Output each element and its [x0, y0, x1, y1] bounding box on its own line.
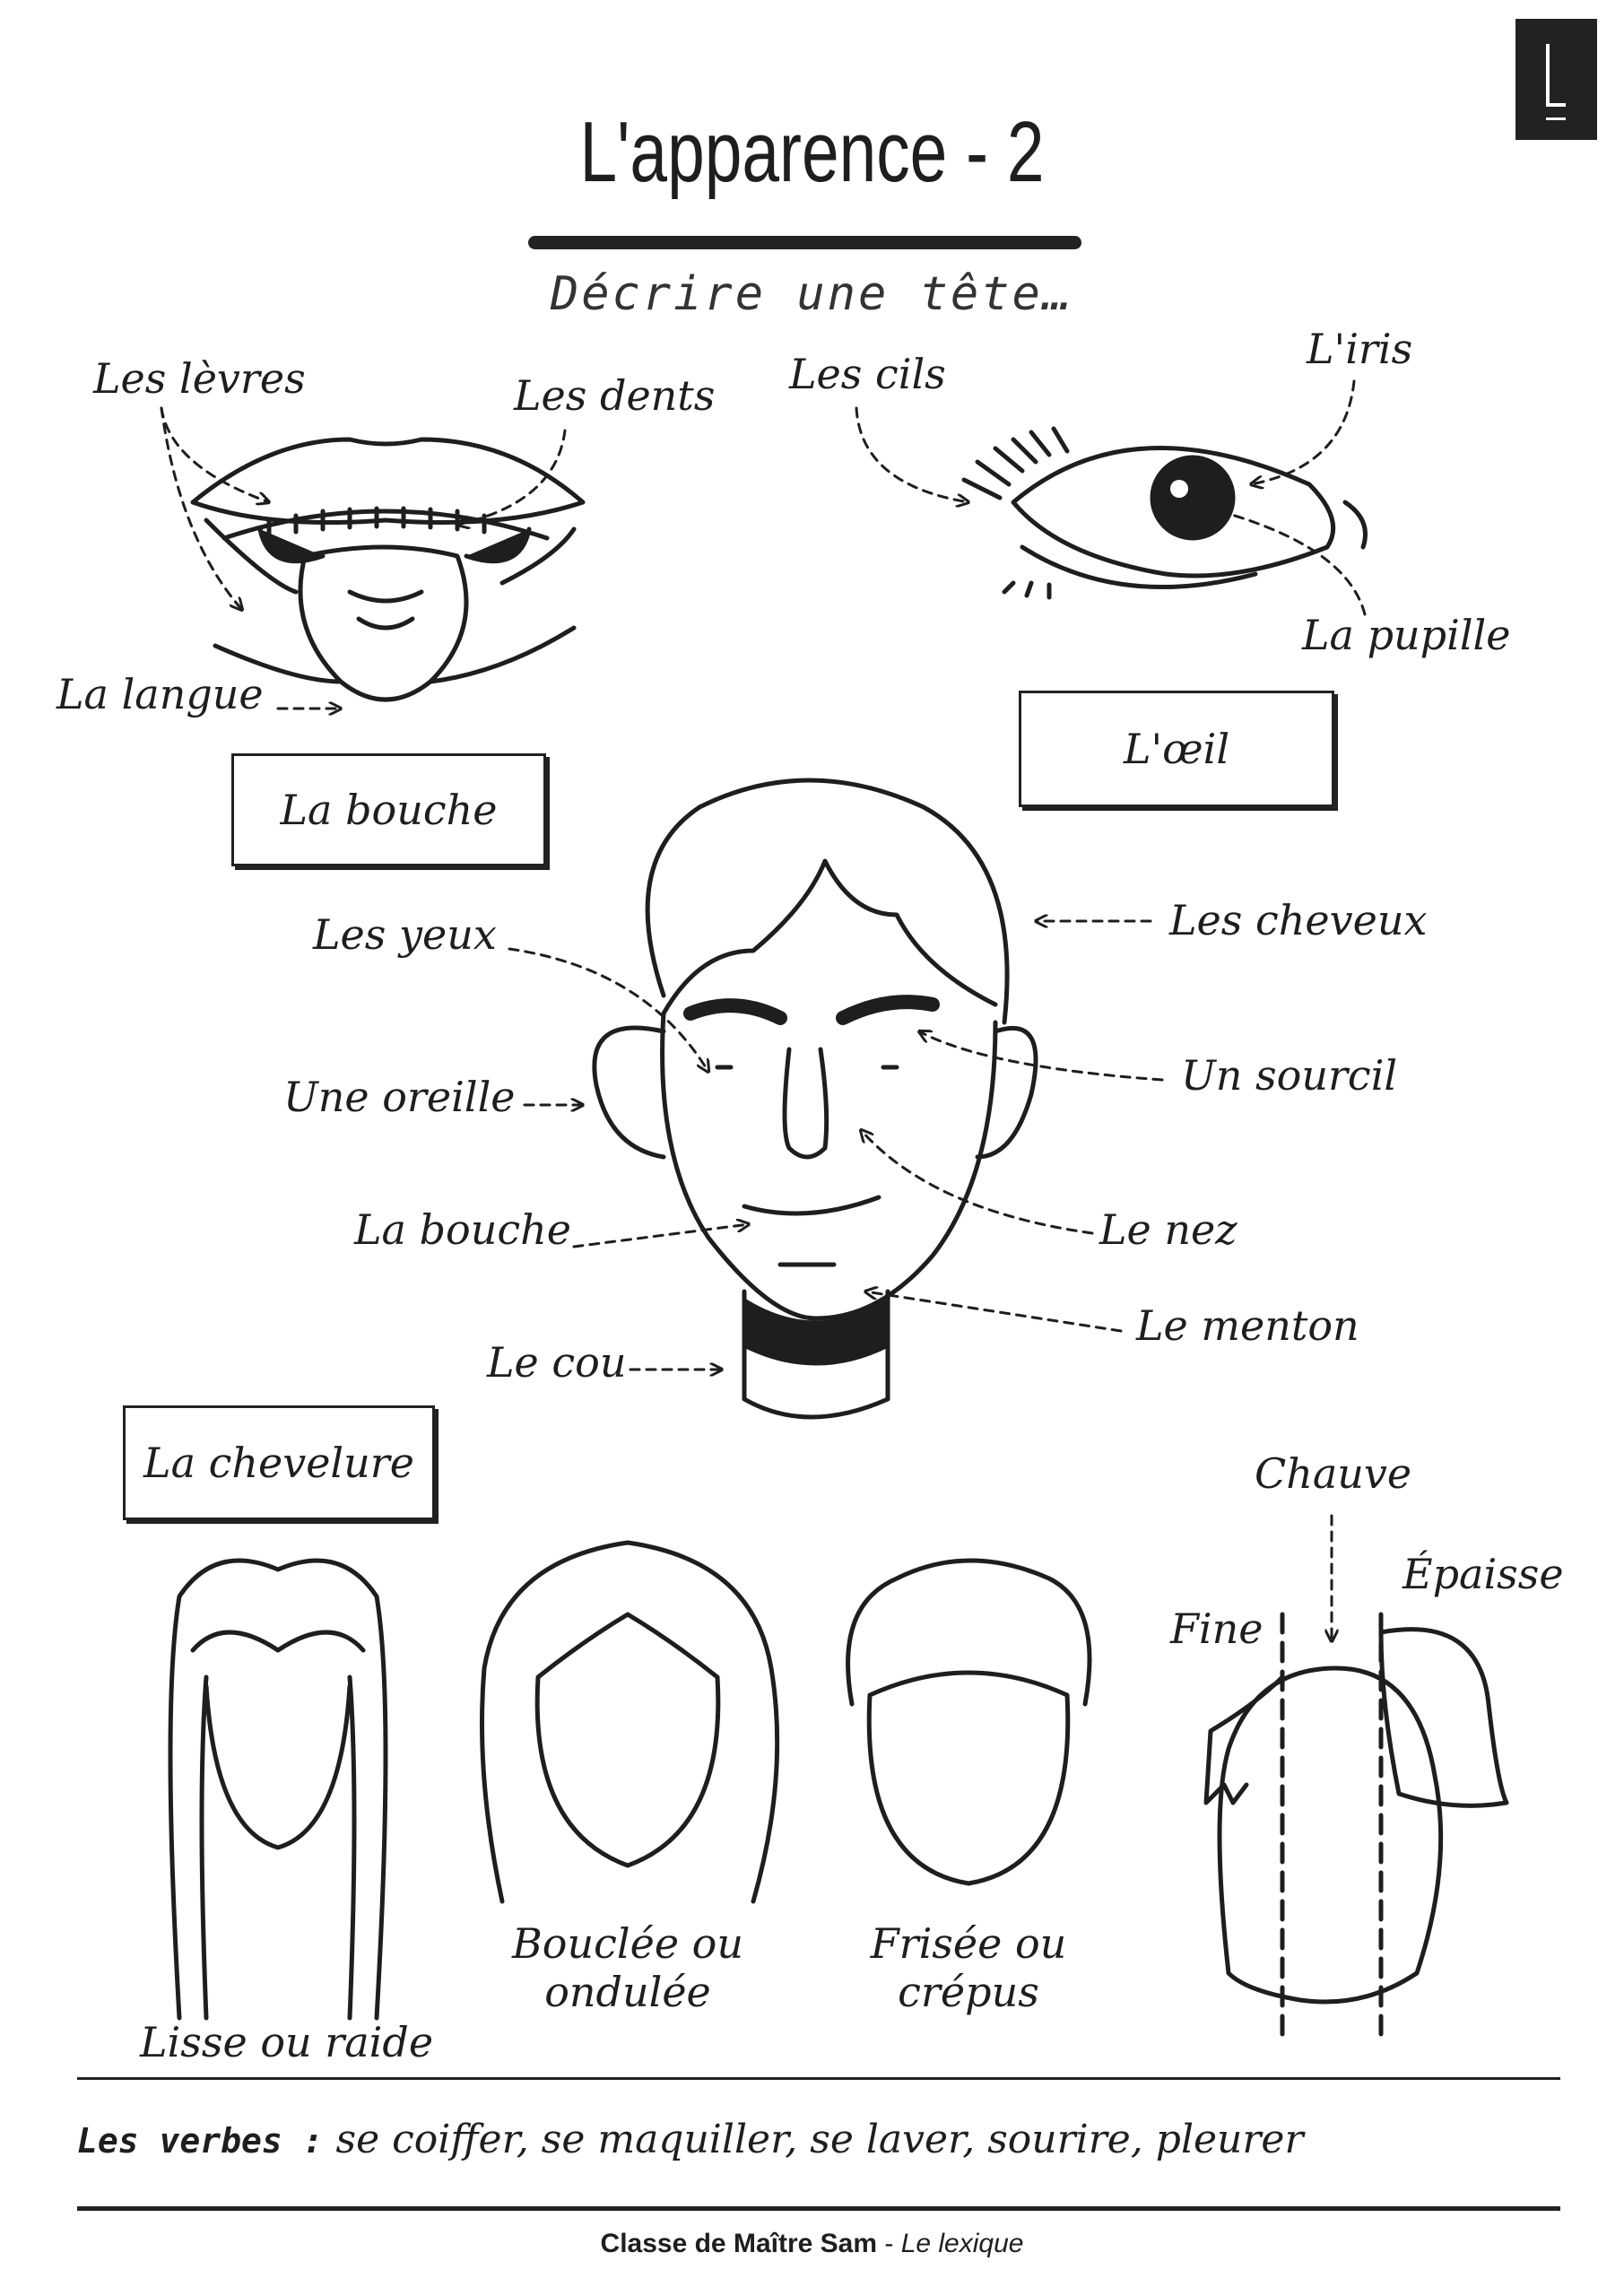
head-illustration — [592, 778, 1038, 1420]
mouth-illustration — [190, 437, 586, 702]
hairstyle-thickness — [1203, 1612, 1509, 2039]
label-iris: L'iris — [1307, 325, 1413, 373]
box-hairstyles: La chevelure — [123, 1405, 435, 1520]
page-subtitle: Décrire une tête… — [550, 267, 1074, 321]
verbs-list: se coiffer, se maquiller, se laver, sour… — [335, 2117, 1304, 2162]
label-chin: Le menton — [1136, 1301, 1359, 1350]
verbs-label: Les verbes : — [77, 2121, 324, 2161]
label-arrows — [160, 379, 1367, 1643]
label-tongue: La langue — [56, 670, 264, 718]
box-hairstyles-label: La chevelure — [143, 1439, 414, 1487]
label-bald: Chauve — [1255, 1449, 1412, 1498]
box-mouth-label: La bouche — [280, 786, 498, 834]
label-ear: Une oreille — [283, 1073, 516, 1121]
footer-series: Le lexique — [900, 2229, 1024, 2258]
label-straight: Lisse ou raide — [140, 2018, 434, 2066]
label-neck: Le cou — [487, 1338, 627, 1387]
divider-top — [77, 2077, 1560, 2080]
divider-bottom — [77, 2206, 1560, 2211]
hairstyle-curly — [480, 1540, 780, 1904]
label-hair: Les cheveux — [1169, 896, 1428, 944]
label-teeth: Les dents — [514, 371, 716, 420]
label-nose: Le nez — [1099, 1205, 1238, 1254]
label-curly-line2: ondulée — [544, 1968, 711, 2016]
label-curly-line1: Bouclée ou — [512, 1919, 743, 1968]
footer-author: Classe de Maître Sam — [600, 2229, 878, 2258]
label-frizzy-line2: crépus — [898, 1968, 1039, 2016]
verbs-line: Les verbes : se coiffer, se maquiller, s… — [77, 2117, 1304, 2162]
logo — [1515, 19, 1597, 140]
hairstyle-straight — [168, 1558, 388, 2021]
label-lips: Les lèvres — [93, 354, 306, 403]
label-mouth: La bouche — [354, 1205, 571, 1254]
label-eyebrow: Un sourcil — [1181, 1051, 1398, 1100]
page-title: L'apparence - 2 — [579, 104, 1045, 200]
title-underline — [528, 236, 1081, 249]
box-eye-label: L'œil — [1123, 725, 1230, 773]
label-lashes: Les cils — [789, 350, 946, 398]
label-frizzy-line1: Frisée ou — [870, 1919, 1067, 1968]
label-thin: Fine — [1170, 1605, 1264, 1653]
eye-illustration — [961, 426, 1368, 600]
footer-separator: - — [877, 2229, 901, 2258]
hairstyle-frizzy — [846, 1558, 1092, 1886]
label-eyes: Les yeux — [313, 910, 497, 959]
box-eye: L'œil — [1019, 691, 1334, 807]
label-pupil: La pupille — [1302, 611, 1511, 659]
box-mouth: La bouche — [231, 753, 546, 866]
label-thick: Épaisse — [1403, 1550, 1564, 1598]
footer: Classe de Maître Sam - Le lexique — [0, 2229, 1624, 2259]
